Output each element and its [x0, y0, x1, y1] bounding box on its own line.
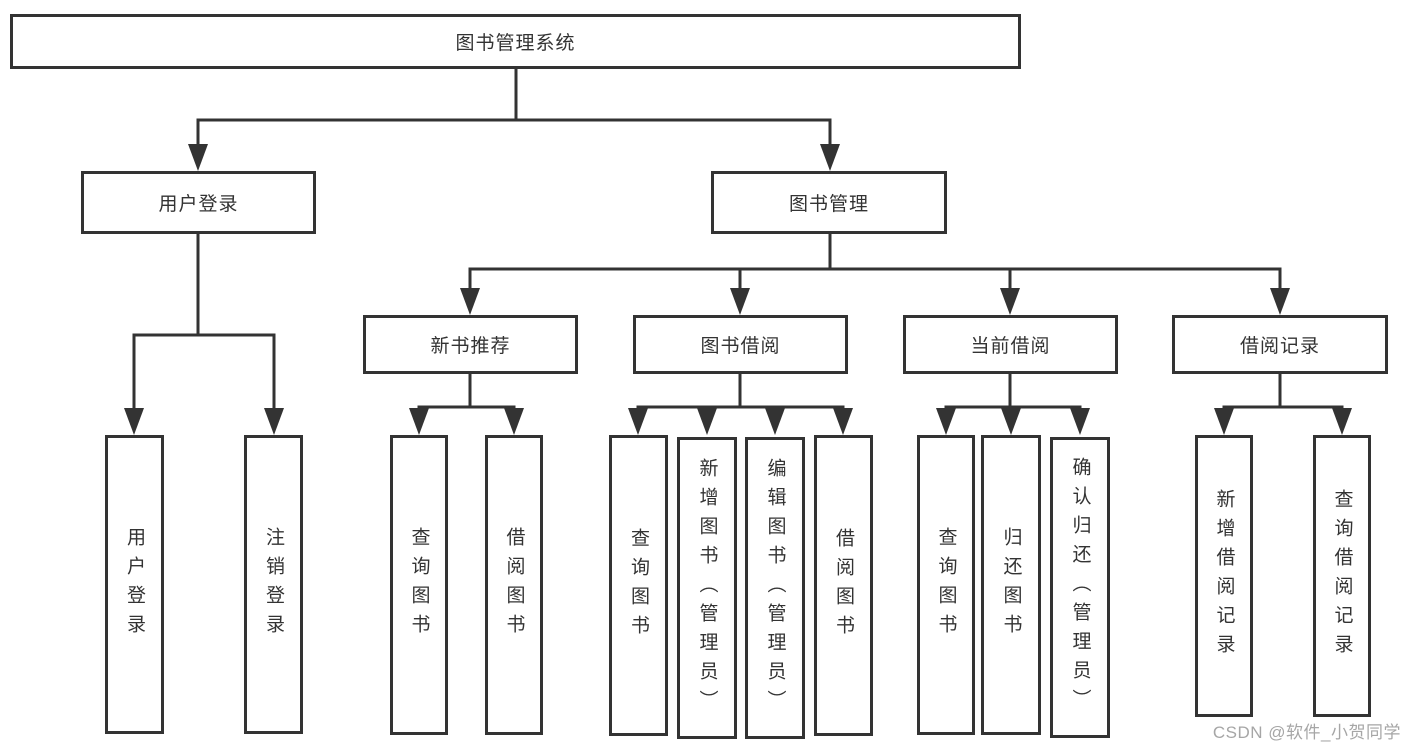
node-label: 归还图书 [1000, 527, 1022, 643]
node-current-return-books: 归还图书 [981, 435, 1041, 735]
node-label: 借阅图书 [833, 527, 854, 644]
node-label: 查询图书 [935, 527, 957, 643]
node-records-query-borrow-record: 查询借阅记录 [1313, 435, 1371, 717]
node-label: 新书推荐 [430, 336, 511, 357]
node-label: 当前借阅 [970, 336, 1051, 357]
node-label: 图书管理系统 [455, 33, 576, 54]
node-records-add-borrow-record: 新增借阅记录 [1195, 435, 1253, 717]
node-book-management: 图书管理 [711, 171, 947, 234]
node-current-query-books: 查询图书 [917, 435, 975, 735]
node-current-borrowing: 当前借阅 [903, 315, 1118, 374]
node-borrowing-records: 借阅记录 [1172, 315, 1388, 374]
node-label: 查询图书 [408, 527, 430, 643]
node-new-book-recommend: 新书推荐 [363, 315, 578, 374]
node-label: 用户登录 [124, 526, 145, 643]
node-user-login: 用户登录 [81, 171, 316, 234]
node-current-confirm-return-admin: 确认归还（管理员） [1050, 437, 1110, 738]
node-label: 编辑图书（管理员） [764, 457, 786, 719]
node-borrowing-edit-books-admin: 编辑图书（管理员） [745, 437, 805, 739]
node-borrowing-query-books: 查询图书 [609, 435, 668, 736]
node-label: 新增借阅记录 [1213, 489, 1235, 663]
node-newbook-borrow-books: 借阅图书 [485, 435, 543, 735]
node-book-borrowing: 图书借阅 [633, 315, 848, 374]
node-label: 借阅图书 [503, 527, 525, 643]
node-logout: 注销登录 [244, 435, 303, 734]
node-label: 图书管理 [788, 194, 869, 215]
node-label: 借阅记录 [1239, 336, 1320, 357]
node-borrowing-add-books-admin: 新增图书（管理员） [677, 437, 737, 739]
node-borrowing-borrow-books: 借阅图书 [814, 435, 873, 736]
node-label: 查询图书 [628, 527, 649, 644]
node-label: 注销登录 [263, 526, 284, 643]
node-label: 查询借阅记录 [1331, 489, 1353, 663]
node-library-management-system: 图书管理系统 [10, 14, 1021, 69]
node-label: 确认归还（管理员） [1069, 457, 1091, 718]
node-newbook-query-books: 查询图书 [390, 435, 448, 735]
node-label: 用户登录 [158, 194, 239, 215]
csdn-watermark: CSDN @软件_小贺同学 [1212, 723, 1401, 742]
node-label: 新增图书（管理员） [696, 457, 718, 719]
node-login: 用户登录 [105, 435, 164, 734]
node-label: 图书借阅 [700, 336, 781, 357]
